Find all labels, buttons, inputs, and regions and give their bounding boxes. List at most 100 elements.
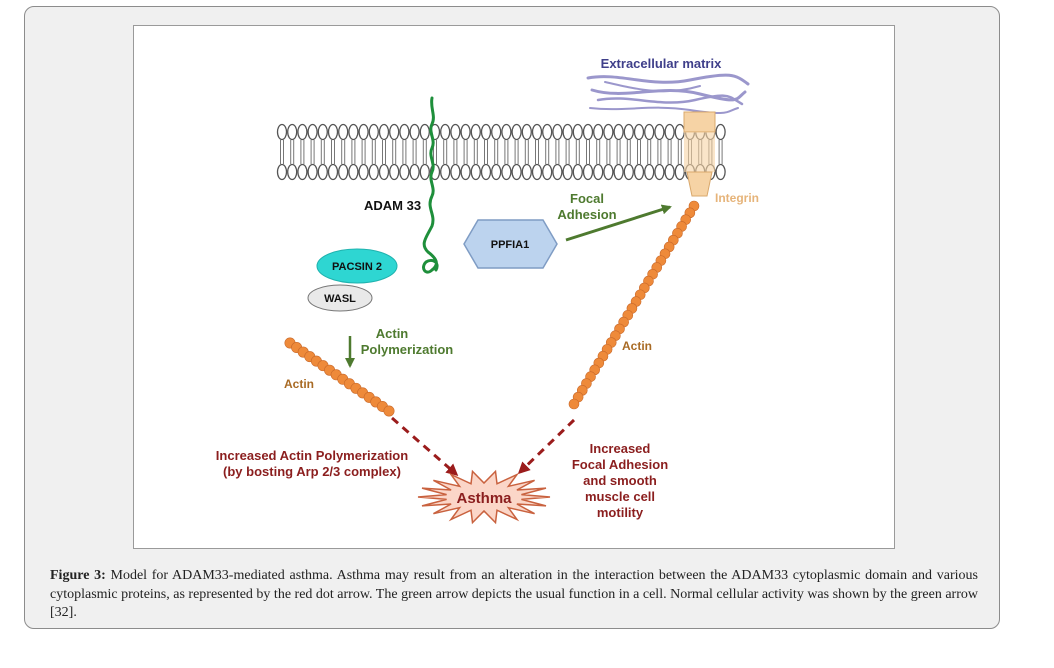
lipid-head: [460, 163, 471, 181]
actin-filament-right: [568, 200, 700, 410]
lipid-tail: [555, 140, 560, 164]
extracellular-matrix-fibers: [586, 73, 750, 115]
lipid-head: [552, 163, 563, 181]
lipid-head: [287, 123, 298, 141]
lipid-head: [562, 163, 573, 181]
wasl-label: WASL: [324, 293, 356, 305]
lipid-tail: [647, 140, 652, 164]
lipid-tail: [657, 140, 662, 164]
lipid-head: [613, 123, 624, 141]
lipid-tail: [412, 140, 417, 164]
lipid-tail: [351, 140, 356, 164]
lipid-tail: [290, 140, 295, 164]
lipid-head: [654, 123, 665, 141]
lipid-head: [338, 123, 349, 141]
lipid-head: [470, 123, 481, 141]
lipid-tail: [586, 140, 590, 164]
increased-focal-label: Increased Focal Adhesion and smooth musc…: [572, 441, 668, 520]
asthma-model-diagram: Extracellular matrix Integrin ADAM 33 PP…: [216, 56, 759, 525]
lipid-tail: [677, 140, 682, 164]
lipid-head: [327, 123, 339, 141]
lipid-head: [480, 163, 492, 181]
lipid-head: [470, 163, 481, 181]
lipid-tail: [422, 140, 427, 164]
lipid-head: [409, 163, 420, 181]
lipid-tail: [565, 140, 570, 164]
actin-polymerization-line2: Polymerization: [361, 342, 454, 357]
lipid-tail: [473, 140, 478, 164]
lipid-tail: [535, 140, 539, 164]
lipid-tail: [606, 140, 611, 164]
lipid-tail: [637, 140, 641, 164]
lipid-head: [368, 163, 379, 181]
lipid-head: [501, 123, 512, 141]
lipid-head: [358, 163, 369, 181]
lipid-head: [440, 163, 451, 181]
lipid-head: [582, 163, 594, 181]
actin-bead: [568, 398, 580, 410]
lipid-tail: [443, 140, 448, 164]
lipid-head: [287, 163, 298, 181]
lipid-head: [654, 163, 665, 181]
asthma-label: Asthma: [456, 490, 512, 507]
lipid-head: [664, 163, 675, 181]
ppfia1-protein: [463, 219, 558, 269]
lipid-head: [572, 123, 583, 141]
lipid-head: [450, 123, 461, 141]
caption-text: Model for ADAM33-mediated asthma. Asthma…: [50, 568, 978, 620]
lipid-head: [613, 163, 624, 181]
actin-polymerization-line1: Actin: [376, 326, 409, 341]
lipid-tail: [484, 140, 488, 164]
lipid-tail: [361, 140, 366, 164]
lipid-head: [307, 163, 318, 181]
lipid-head: [582, 123, 594, 141]
lipid-tail: [382, 140, 386, 164]
lipid-tail: [392, 140, 397, 164]
lipid-head: [419, 123, 430, 141]
lipid-head: [715, 123, 726, 141]
lipid-head: [276, 123, 288, 141]
lipid-head: [297, 123, 308, 141]
lipid-head: [307, 123, 318, 141]
lipid-head: [552, 123, 563, 141]
lipid-head: [348, 123, 359, 141]
lipid-head: [542, 163, 553, 181]
lipid-head: [623, 123, 634, 141]
increased-focal-line4: muscle cell: [585, 489, 655, 504]
lipid-head: [491, 163, 502, 181]
lipid-head: [419, 163, 430, 181]
integrin-receptor: [683, 111, 716, 197]
actin-left-label: Actin: [284, 377, 314, 391]
lipid-head: [348, 163, 359, 181]
asthma-starburst: [417, 469, 551, 525]
lipid-head: [644, 163, 655, 181]
figure-caption: Figure 3: Model for ADAM33-mediated asth…: [50, 567, 978, 623]
lipid-head: [317, 123, 328, 141]
lipid-head: [338, 163, 349, 181]
focal-adhesion-arrow: [565, 204, 672, 242]
lipid-head: [521, 123, 532, 141]
lipid-head: [297, 163, 308, 181]
lipid-head: [674, 123, 685, 141]
red-dash-arrow-right: [517, 418, 576, 475]
lipid-tail: [331, 140, 335, 164]
lipid-tail: [524, 140, 529, 164]
lipid-tail: [626, 140, 631, 164]
lipid-tail: [718, 140, 723, 164]
lipid-tail: [300, 140, 305, 164]
lipid-head: [511, 123, 522, 141]
integrin-label: Integrin: [715, 191, 759, 205]
lipid-head: [491, 123, 502, 141]
caption-label: Figure 3:: [50, 568, 106, 583]
lipid-head: [531, 123, 543, 141]
lipid-head: [409, 123, 420, 141]
lipid-head: [603, 163, 614, 181]
focal-label-line1: Focal: [570, 191, 604, 206]
lipid-tail: [310, 140, 315, 164]
lipid-head: [460, 123, 471, 141]
increased-focal-line1: Increased: [590, 441, 651, 456]
lipid-head: [633, 123, 645, 141]
lipid-head: [317, 163, 328, 181]
focal-label-line2: Adhesion: [557, 207, 616, 222]
cell-membrane: [276, 123, 726, 181]
